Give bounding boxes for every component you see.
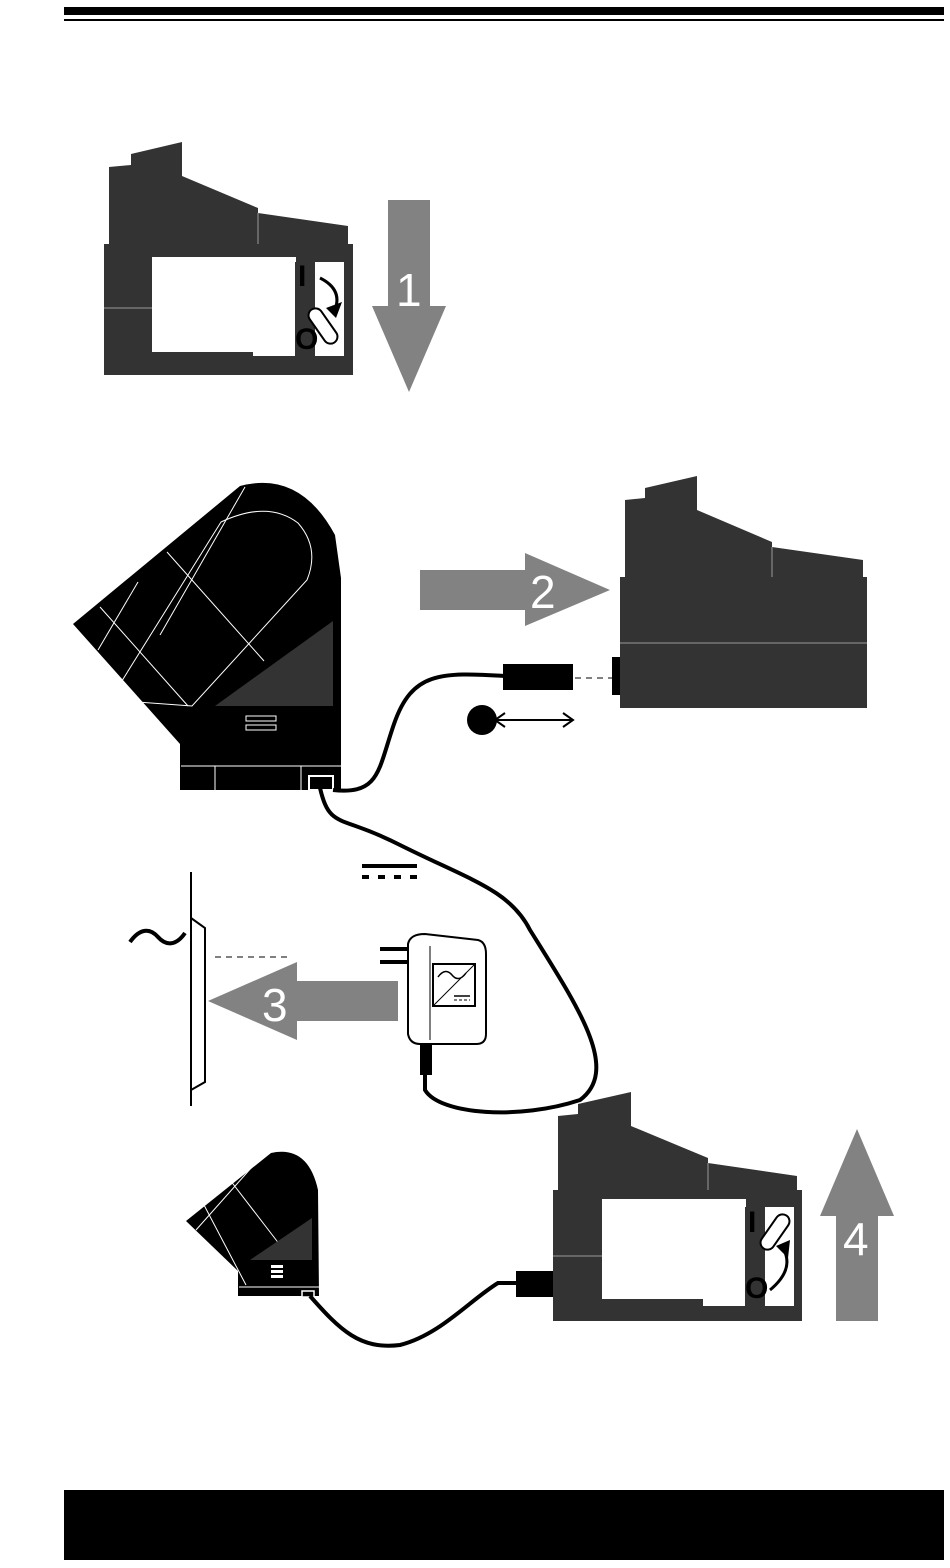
charger-small (186, 1152, 319, 1297)
switch4-off-label: O (745, 1272, 768, 1305)
switch4-on-label: I (748, 1206, 756, 1239)
dc-cable-to-unit (333, 664, 612, 791)
step1-number: 1 (396, 264, 422, 316)
step3-arrow: 3 (208, 962, 398, 1040)
header-rule (64, 7, 944, 21)
charger-large (73, 483, 341, 790)
step4-device: I O (553, 1092, 802, 1321)
switch-on-label: I (298, 260, 306, 293)
step1-arrow: 1 (372, 200, 446, 392)
step2-arrow: 2 (420, 553, 610, 626)
step4-number: 4 (843, 1213, 869, 1265)
ac-tilde-symbol (130, 931, 185, 944)
dc-power-symbol (362, 864, 417, 879)
step2-device (612, 476, 867, 708)
step2-number: 2 (530, 566, 556, 618)
step3-number: 3 (262, 979, 288, 1031)
dc-cable-step4 (310, 1271, 554, 1346)
step4-arrow: 4 (820, 1129, 894, 1321)
step1-device: I O (104, 142, 353, 375)
footer-bar (64, 1490, 944, 1560)
